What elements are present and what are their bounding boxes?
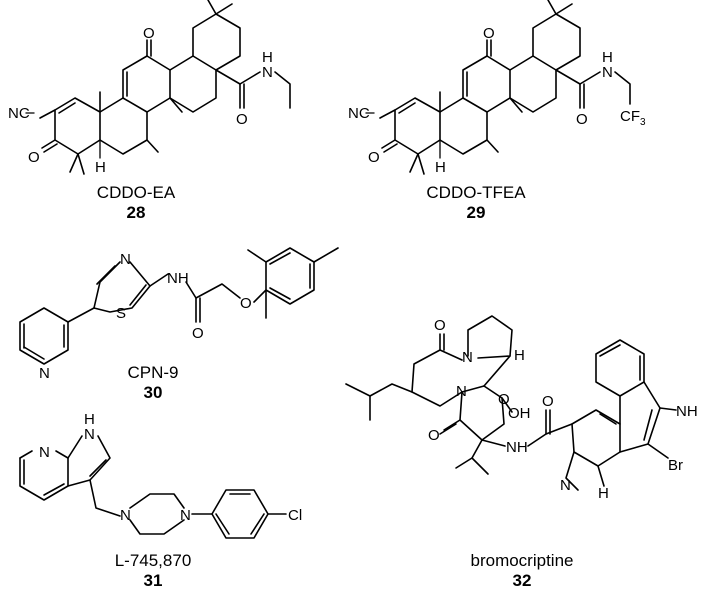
structure-30-carbonyl-oxygen: O (192, 325, 204, 342)
structure-29-amide-oxygen: O (576, 111, 588, 128)
structure-32-hydrogen-1: H (514, 347, 525, 364)
structure-29-ring-hydrogen: H (435, 159, 446, 176)
structure-32-bonds (345, 315, 677, 491)
structure-28-amide-nitrogen: N (262, 64, 273, 81)
structure-32-bromine: Br (668, 457, 683, 474)
compound-28-name: CDDO-EA (97, 183, 176, 202)
structure-31-chlorine: Cl (288, 507, 302, 524)
structure-32-lactam-oxygen: O (434, 317, 446, 334)
compound-32-name: bromocriptine (471, 551, 574, 570)
structure-32-carbonyl-oxygen: O (428, 427, 440, 444)
structure-31-pyridine-nitrogen: N (39, 444, 50, 461)
structure-31: N N H N N Cl L-745,870 31 (19, 411, 302, 590)
structure-29-nitrile-label: NC (348, 105, 370, 122)
structure-32-oxazolidine-oxygen: O (498, 391, 510, 408)
structure-31-piperazine-nitrogen-1: N (120, 507, 131, 524)
compound-32-number: 32 (513, 571, 532, 590)
compound-31-number: 31 (144, 571, 163, 590)
structure-29-enone-oxygen: O (368, 149, 380, 166)
structure-32-indole-nh: NH (676, 403, 698, 420)
structure-28-enone-oxygen: O (28, 149, 40, 166)
structure-31-pyrrole-hydrogen: H (84, 411, 95, 428)
structure-32-amide-oxygen: O (542, 393, 554, 410)
structure-29-cf-text: CF (620, 108, 640, 125)
structure-28-amide-hydrogen: H (262, 49, 273, 66)
structure-31-bonds (19, 435, 287, 539)
structure-32-pyrrolidine-nitrogen: N (462, 349, 473, 366)
structure-28-amide-oxygen: O (236, 111, 248, 128)
structure-30-thiazole-sulfur: S (116, 305, 126, 322)
structure-30: N S N NH O O CPN-9 30 (19, 247, 339, 402)
structure-28-bonds (25, 0, 291, 175)
compound-30-name: CPN-9 (127, 363, 178, 382)
compound-29-name: CDDO-TFEA (426, 183, 526, 202)
structure-32: O N H OH N O O NH O NH Br N H bromocript… (345, 315, 698, 590)
structure-32-amide-nh: NH (506, 439, 528, 456)
structure-29-ketone-oxygen: O (483, 25, 495, 42)
compound-30-number: 30 (144, 383, 163, 402)
structure-30-thiazole-nitrogen: N (120, 251, 131, 268)
structure-29-cf3-subscript: 3 (640, 117, 646, 128)
structure-30-pyridine-nitrogen: N (39, 365, 50, 382)
compound-29-number: 29 (467, 203, 486, 222)
structure-29-trifluoromethyl-label: CF3 (620, 108, 646, 128)
structure-32-lactam-nitrogen: N (456, 383, 467, 400)
compound-28-number: 28 (127, 203, 146, 222)
structure-31-piperazine-nitrogen-2: N (180, 507, 191, 524)
structure-29: NC O O O N H H CF3 CDDO-TFEA 29 (348, 0, 646, 222)
structure-29-amide-nitrogen: N (602, 64, 613, 81)
structure-30-bonds (19, 247, 339, 365)
structure-28-ketone-oxygen: O (143, 25, 155, 42)
structure-30-ether-oxygen: O (240, 295, 252, 312)
structure-29-bonds (365, 0, 631, 175)
structure-30-amide-nh: NH (167, 270, 189, 287)
structure-28: NC O O O N H H CDDO-EA 28 (8, 0, 291, 222)
structure-28-ring-hydrogen: H (95, 159, 106, 176)
structure-32-methyl-nitrogen: N (560, 477, 571, 494)
structure-29-amide-hydrogen: H (602, 49, 613, 66)
structure-28-nitrile-label: NC (8, 105, 30, 122)
compound-31-name: L-745,870 (115, 551, 192, 570)
structure-32-hydrogen-2: H (598, 485, 609, 502)
structure-31-pyrrole-nitrogen: N (84, 426, 95, 443)
structure-32-hydroxyl: OH (508, 405, 531, 422)
